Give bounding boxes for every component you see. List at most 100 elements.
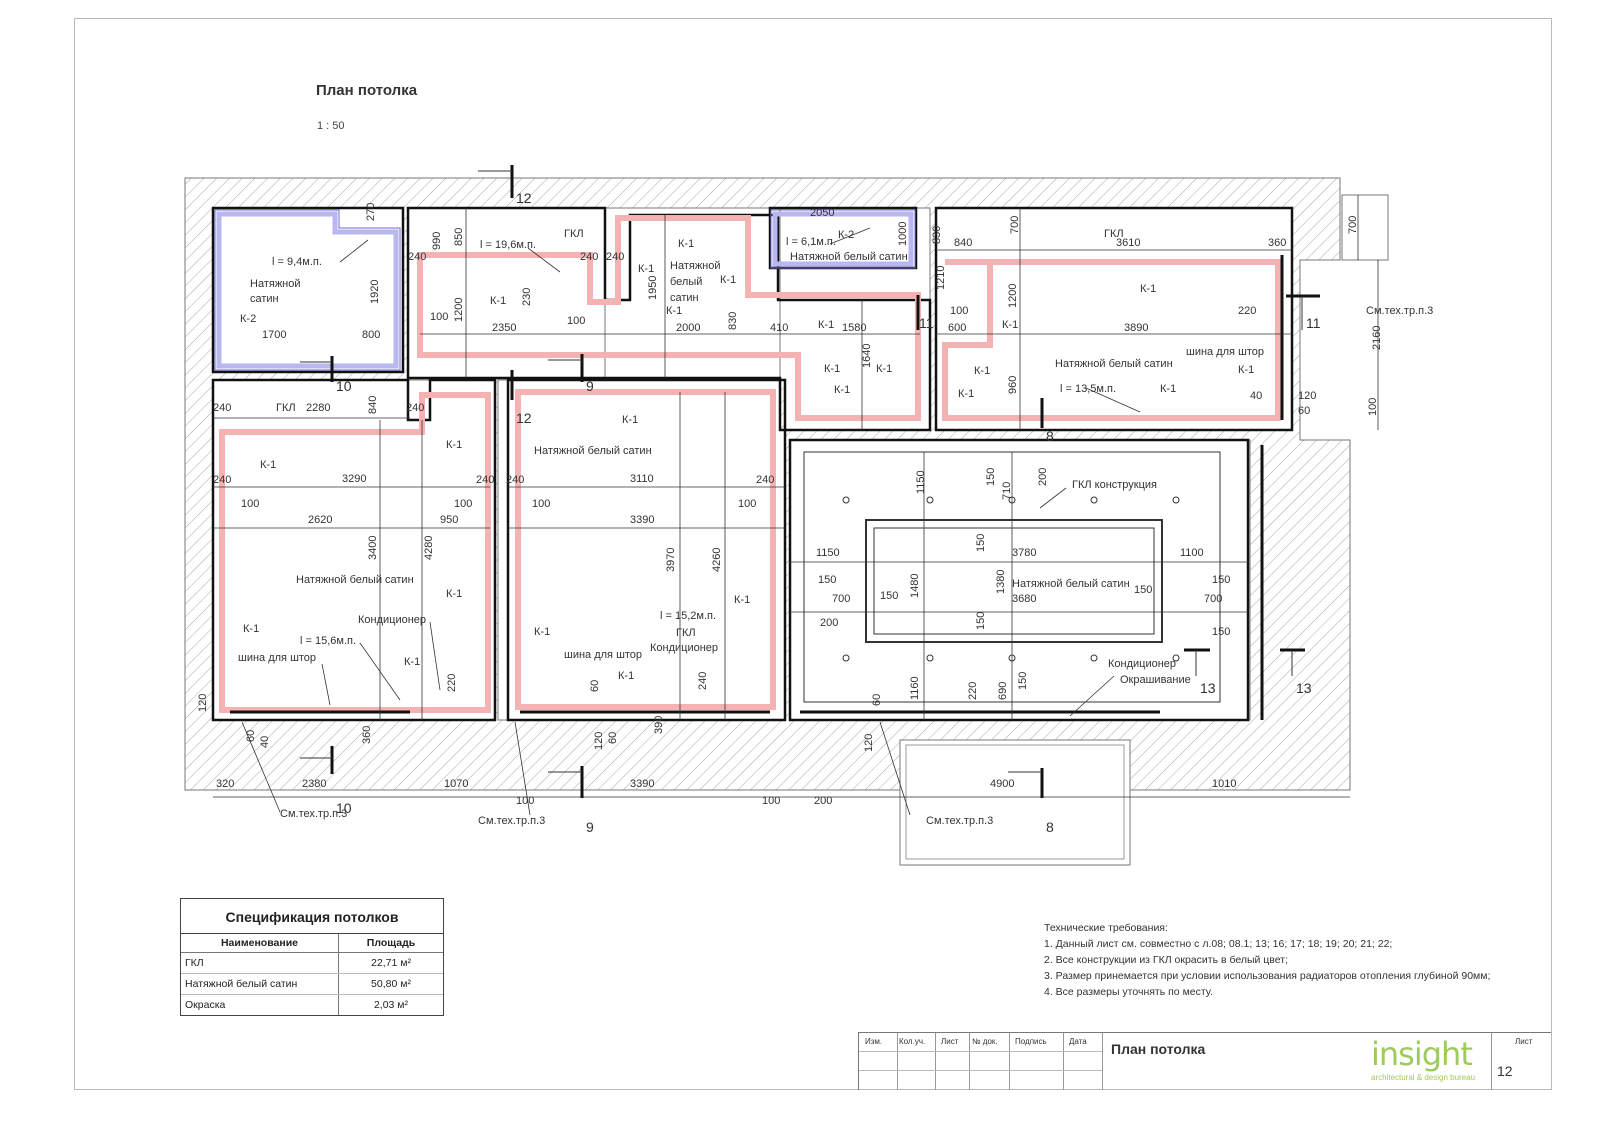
room5-rail: шина для штор [238, 652, 316, 664]
room2-k1-i: К-1 [876, 363, 892, 375]
sheet-label: Лист [1515, 1037, 1533, 1046]
kitchen-gkl: ГКЛ конструкция [1072, 479, 1157, 491]
dim: 60 [607, 732, 619, 744]
section-8-top: 8 [1046, 428, 1054, 444]
dim: 60 [589, 680, 601, 692]
kitchen-ac: Кондиционер [1108, 658, 1176, 670]
tech-requirements: Технические требования: 1. Данный лист с… [1044, 920, 1490, 1000]
room3-k2: К-2 [838, 229, 854, 241]
room5-k1-c: К-1 [446, 588, 462, 600]
room4-k1-e: К-1 [1160, 383, 1176, 395]
dim: 60 [1298, 405, 1310, 417]
dim: 360 [1268, 237, 1286, 249]
tech-title: Технические требования: [1044, 922, 1168, 934]
stamp-col: Кол.уч. [899, 1037, 926, 1046]
room1-satin-2: сатин [250, 293, 279, 305]
dim: 150 [1134, 584, 1152, 596]
spec-title: Спецификация потолков [181, 899, 443, 934]
room2-k1-c: К-1 [638, 263, 654, 275]
dim: 40 [1250, 390, 1262, 402]
ceiling-spec-table: Спецификация потолков Наименование Площа… [180, 898, 444, 1016]
dim: 1000 [897, 222, 909, 246]
dim: 690 [997, 682, 1009, 700]
dim: 100 [1367, 398, 1379, 416]
spec-name: Окраска [185, 999, 226, 1011]
see-tech-3: См.тех.тр.п.3 [926, 815, 993, 827]
dim: 240 [580, 251, 598, 263]
dim: 1700 [262, 329, 286, 341]
room4-k1-a: К-1 [1140, 283, 1156, 295]
dim: 950 [440, 514, 458, 526]
dim: 240 [408, 251, 426, 263]
dim: 3400 [367, 536, 379, 560]
dim: 200 [820, 617, 838, 629]
room2-length: l = 19,6м.п. [480, 239, 536, 251]
dim: 100 [454, 498, 472, 510]
room6-rail: шина для штор [564, 649, 642, 661]
room3-satin: Натяжной белый сатин [790, 251, 908, 263]
dim: 2000 [676, 322, 700, 334]
section-12-top: 12 [516, 190, 532, 206]
dim: 150 [1017, 672, 1029, 690]
dim: 1210 [935, 266, 947, 290]
dim: 1480 [909, 574, 921, 598]
dim: 2050 [810, 207, 834, 219]
dim: 700 [832, 593, 850, 605]
dim: 150 [1212, 626, 1230, 638]
dim: 100 [532, 498, 550, 510]
section-13-left: 13 [1200, 680, 1216, 696]
dim: 1380 [995, 570, 1007, 594]
stamp-col: Изм. [865, 1037, 883, 1046]
dim: 2160 [1371, 326, 1383, 350]
dim: 700 [1204, 593, 1222, 605]
see-tech-2: См.тех.тр.п.3 [478, 815, 545, 827]
company-logo-sub: architectural & design bureau [1371, 1073, 1476, 1082]
dim: 100 [516, 795, 534, 807]
dim: 100 [738, 498, 756, 510]
company-logo: insight [1371, 1035, 1473, 1073]
room4-k1-c: К-1 [974, 365, 990, 377]
section-11-left: 11 [919, 315, 934, 331]
dim: 200 [814, 795, 832, 807]
drawing-scale: 1 : 50 [317, 120, 345, 132]
dim: 100 [567, 315, 585, 327]
drawing-title: План потолка [316, 82, 418, 99]
dimension-lines [213, 195, 1379, 798]
room1-length: l = 9,4м.п. [272, 256, 322, 268]
dim: 3780 [1012, 547, 1036, 559]
see-tech-1: См.тех.тр.п.3 [280, 808, 347, 820]
room2-k1-a: К-1 [490, 295, 506, 307]
room6-satin: Натяжной белый сатин [534, 445, 652, 457]
room2-k1-h: К-1 [834, 384, 850, 396]
tech-item: 2. Все конструкции из ГКЛ окрасить в бел… [1044, 954, 1288, 966]
room4-k1-b: К-1 [1002, 319, 1018, 331]
dim: 700 [1009, 216, 1021, 234]
stamp-title: План потолка [1111, 1041, 1206, 1057]
room5-k1-d: К-1 [243, 623, 259, 635]
room4-satin: Натяжной белый сатин [1055, 358, 1173, 370]
room6-k1-c: К-1 [534, 626, 550, 638]
dim: 150 [975, 612, 987, 630]
dim: 1160 [909, 676, 921, 700]
dim: 220 [1238, 305, 1256, 317]
room4-see-tech: См.тех.тр.п.3 [1366, 305, 1433, 317]
room6-ac: Кондиционер [650, 642, 718, 654]
dim: 200 [1037, 468, 1049, 486]
dim: 4900 [990, 778, 1014, 790]
dim: 150 [818, 574, 836, 586]
dim: 840 [367, 396, 379, 414]
section-9-bottom: 9 [586, 819, 594, 835]
sheet-number: 12 [1497, 1063, 1513, 1079]
room6-gkl: ГКЛ [676, 627, 696, 639]
dimension-values: 270 1920 1700 800 990 850 240 100 1200 2… [197, 203, 1383, 807]
room4-k1-d: К-1 [958, 388, 974, 400]
section-9-top: 9 [586, 378, 594, 394]
dim: 1920 [369, 280, 381, 304]
dim: 1950 [647, 276, 659, 300]
room6-k1-b: К-1 [734, 594, 750, 606]
stamp-col: Подпись [1015, 1037, 1047, 1046]
room2-k1-g: К-1 [824, 363, 840, 375]
dim: 150 [975, 534, 987, 552]
room6-k1-d: К-1 [618, 670, 634, 682]
